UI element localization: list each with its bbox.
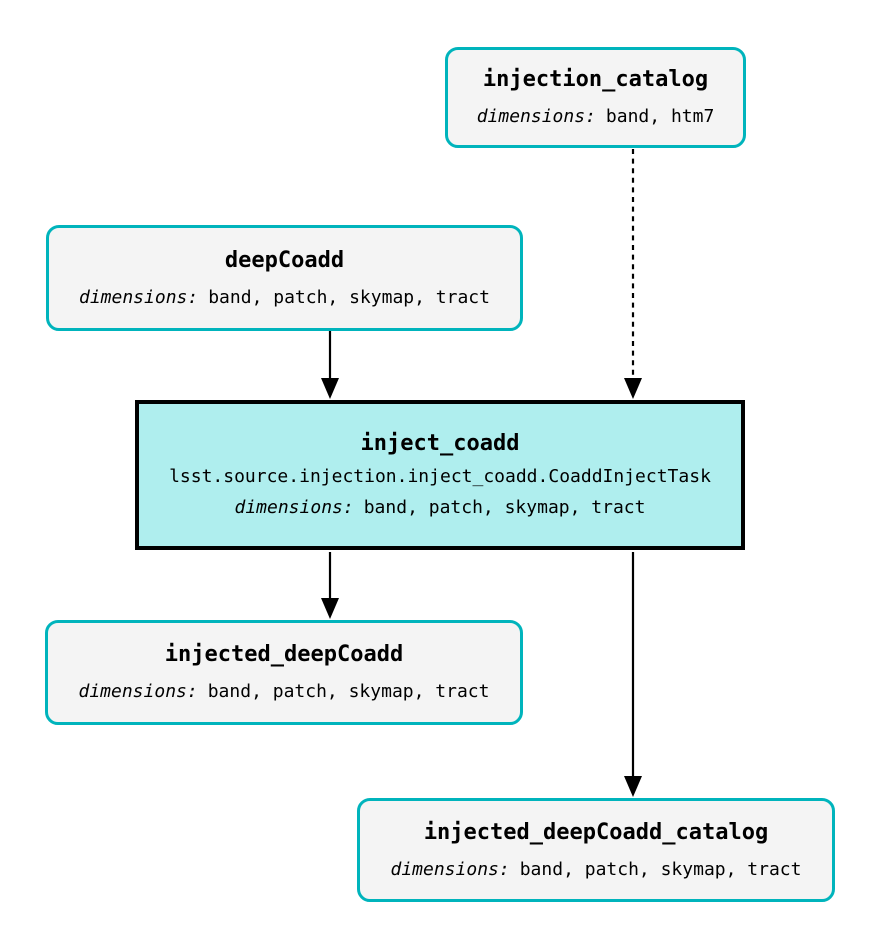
dimensions-label: dimensions: (476, 106, 596, 127)
dataset-dimensions: dimensions: band, patch, skymap, tract (390, 858, 802, 880)
node-injection-catalog: injection_catalog dimensions: band, htm7 (445, 47, 746, 148)
dataset-dimensions: dimensions: band, patch, skymap, tract (79, 683, 490, 701)
arrowhead-icon (624, 378, 642, 399)
edge-injection-catalog-to-inject-coadd (624, 149, 642, 399)
dataset-name: injection_catalog (482, 67, 709, 92)
dataset-name: injected_deepCoadd (164, 642, 404, 667)
dataset-dimensions: dimensions: band, patch, skymap, tract (79, 286, 490, 308)
edge-inject-coadd-to-injected-deepcoadd (321, 552, 339, 619)
edge-deepcoadd-to-inject-coadd (321, 331, 339, 399)
dimensions-label: dimensions: (78, 681, 198, 702)
arrowhead-icon (321, 378, 339, 399)
task-name: inject_coadd (360, 431, 520, 456)
task-class-path: lsst.source.injection.inject_coadd.Coadd… (169, 466, 711, 487)
dimensions-values: band, htm7 (605, 106, 715, 127)
arrowhead-icon (321, 598, 339, 619)
arrowhead-icon (624, 776, 642, 797)
edge-inject-coadd-to-injected-deepcoadd-catalog (624, 552, 642, 797)
node-inject-coadd-task: inject_coadd lsst.source.injection.injec… (135, 400, 745, 550)
task-dimensions: dimensions: band, patch, skymap, tract (235, 499, 646, 517)
node-injected-deepcoadd-catalog: injected_deepCoadd_catalog dimensions: ba… (357, 798, 835, 902)
dimensions-label: dimensions: (79, 286, 199, 308)
dimensions-values: band, patch, skymap, tract (208, 286, 490, 308)
dimensions-values: band, patch, skymap, tract (207, 681, 490, 702)
node-deepcoadd: deepCoadd dimensions: band, patch, skymap… (46, 225, 523, 331)
dataset-name: injected_deepCoadd_catalog (423, 819, 769, 845)
node-injected-deepcoadd: injected_deepCoadd dimensions: band, patc… (45, 620, 523, 725)
dataset-name: deepCoadd (224, 247, 345, 273)
dimensions-label: dimensions: (390, 858, 510, 880)
dimensions-label: dimensions: (234, 497, 354, 518)
dimensions-values: band, patch, skymap, tract (519, 858, 802, 880)
dimensions-values: band, patch, skymap, tract (363, 497, 646, 518)
dataset-dimensions: dimensions: band, htm7 (477, 108, 715, 126)
